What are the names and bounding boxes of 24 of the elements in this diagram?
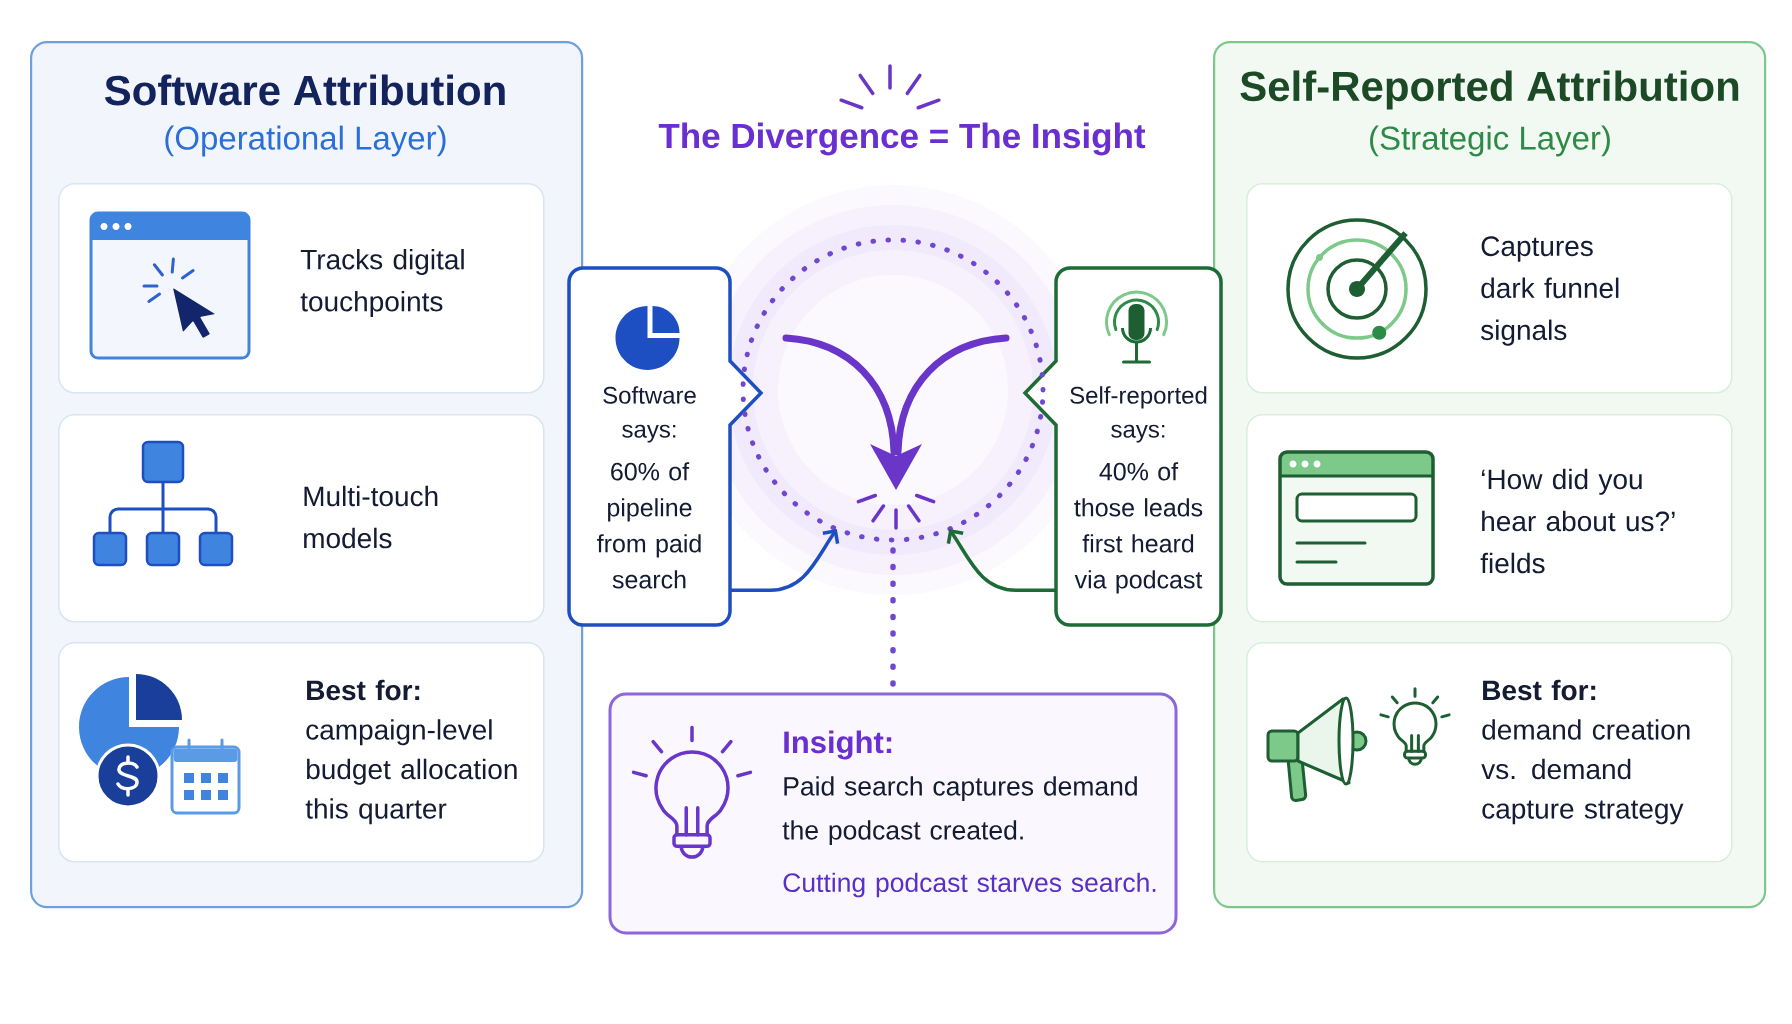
card-text: ‘How did you hear about us?’ fields [1480, 468, 1675, 574]
panel-title: Self-Reported Attribution [1240, 70, 1739, 110]
callout-heading: Self-reported says: [1070, 386, 1207, 443]
card-text: Captures dark funnel signals [1481, 236, 1619, 346]
insight-text: Paid search captures demand the podcast created. [782, 776, 1137, 845]
callout-text: 60% of pipeline from paid search [597, 462, 701, 589]
card-heading: Best for: [307, 679, 420, 701]
card-heading: Best for: [1483, 679, 1596, 701]
card-text: demand creation vs. demand capture strategy [1481, 719, 1690, 825]
callout-text: 40% of those leads first heard via podcast [1074, 462, 1203, 594]
panel-subtitle: (Operational Layer) [165, 125, 446, 157]
panel-title: Software Attribution [104, 74, 505, 106]
dotted-circle [740, 237, 1046, 543]
arrow [946, 529, 1056, 592]
dotted-line [890, 547, 896, 687]
insight-heading: Insight: [784, 730, 892, 760]
card-text: Multi-touch models [304, 485, 438, 549]
insight-conclusion: Cutting podcast starves search. [783, 872, 1156, 898]
arrow [730, 529, 840, 592]
card-text: Tracks digital touchpoints [300, 248, 464, 318]
card-text: campaign-level budget allocation this quarter [305, 719, 517, 825]
title: The Divergence = The Insight [658, 122, 1146, 156]
panel-subtitle: (Strategic Layer) [1370, 125, 1610, 157]
callout-heading: Software says: [603, 386, 696, 443]
